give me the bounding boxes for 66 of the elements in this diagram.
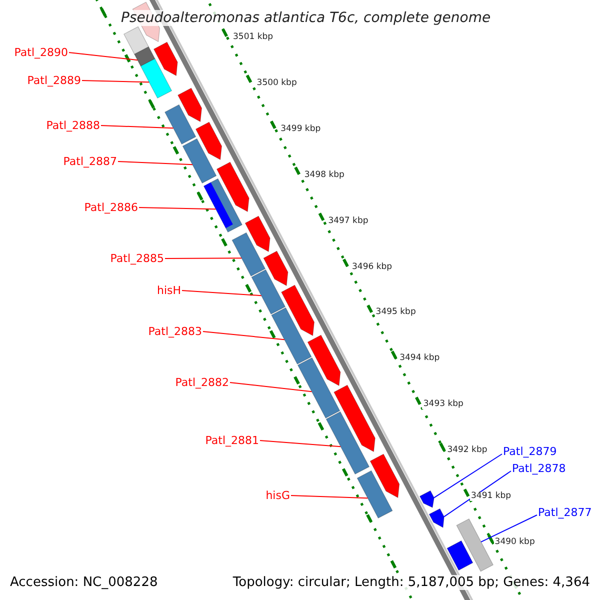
gene-feature <box>178 88 202 122</box>
position-label: 3499 kbp <box>280 124 322 134</box>
leader-line <box>290 495 368 499</box>
gene-label: Patl_2887 <box>63 156 117 167</box>
leader-line <box>182 290 262 296</box>
gene-feature <box>297 357 340 418</box>
gene-feature <box>140 58 172 98</box>
leader-line <box>164 258 242 259</box>
gene-label: Patl_2883 <box>148 326 202 337</box>
gene-feature <box>195 122 222 160</box>
gene-feature <box>124 26 149 54</box>
gene-feature <box>370 454 400 498</box>
gene-feature <box>334 384 376 452</box>
gene-label: Patl_2878 <box>512 463 566 474</box>
leader-line <box>82 80 150 83</box>
leader-line <box>100 125 174 129</box>
gene-feature <box>428 508 444 528</box>
leader-line <box>118 161 193 166</box>
position-label: 3493 kbp <box>422 400 464 409</box>
leader-line <box>138 207 216 210</box>
position-label: 3491 kbp <box>470 492 512 500</box>
position-label: 3492 kbp <box>446 446 488 455</box>
genome-summary: Topology: circular; Length: 5,187,005 bp; Genes: 4,364 <box>230 575 592 590</box>
gene-feature <box>134 46 156 66</box>
position-label: 3490 kbp <box>494 538 536 546</box>
gene-feature <box>182 138 217 184</box>
gene-feature <box>263 250 288 286</box>
leader-line <box>260 440 342 448</box>
gene-feature <box>356 470 393 518</box>
gene-feature <box>153 42 178 76</box>
position-label: 3498 kbp <box>303 170 346 180</box>
leader-line <box>202 331 285 340</box>
gene-label: hisG <box>266 490 290 501</box>
gene-label: Patl_2888 <box>46 120 100 131</box>
gene-feature <box>244 216 270 252</box>
gene-label: Patl_2886 <box>84 202 138 213</box>
gene-label: Patl_2881 <box>205 435 259 446</box>
position-label: 3494 kbp <box>398 354 441 363</box>
position-label: 3496 kbp <box>351 262 394 271</box>
gene-feature <box>456 518 494 572</box>
gene-label: Patl_2882 <box>175 377 229 388</box>
gene-label: Patl_2890 <box>14 47 68 58</box>
gene-feature <box>271 307 312 364</box>
gene-label: Patl_2885 <box>110 253 164 264</box>
position-label: 3501 kbp <box>232 33 274 42</box>
position-label: 3495 kbp <box>374 308 417 317</box>
gene-feature <box>232 232 266 276</box>
accession-text: Accession: NC_008228 <box>8 575 160 590</box>
gene-label: Patl_2879 <box>503 446 557 457</box>
leader-line <box>434 454 502 498</box>
gene-feature <box>164 104 196 144</box>
gene-feature <box>307 334 341 386</box>
gene-label: Patl_2889 <box>27 75 81 86</box>
gene-label: hisH <box>156 285 181 296</box>
gene-feature <box>419 490 434 508</box>
leader-line <box>480 514 538 542</box>
position-label: 3497 kbp <box>327 216 370 226</box>
gene-feature <box>216 162 250 212</box>
gene-feature <box>326 411 370 474</box>
gene-feature <box>281 284 314 336</box>
leader-line <box>68 52 138 61</box>
gene-feature <box>446 540 474 571</box>
position-label: 3500 kbp <box>256 78 298 88</box>
gene-label: Patl_2877 <box>538 507 592 518</box>
gene-feature <box>251 269 286 314</box>
leader-line <box>230 382 312 392</box>
